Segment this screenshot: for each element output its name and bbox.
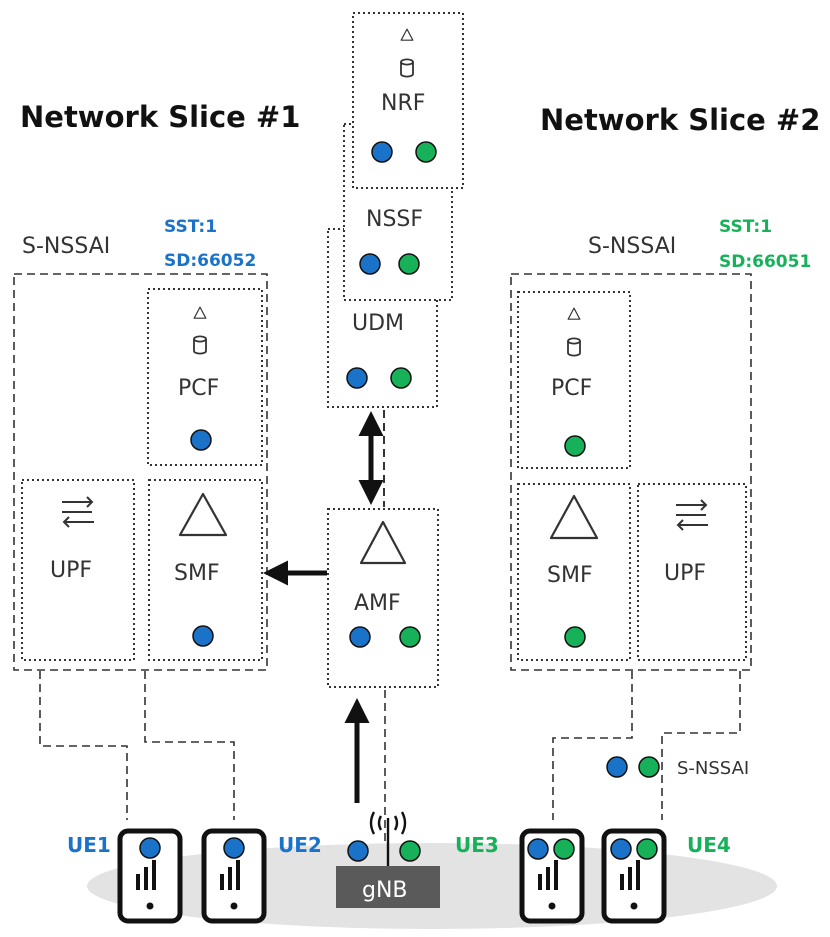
slice1-sd: SD:66052 bbox=[164, 251, 256, 271]
nrf-box: NRF bbox=[352, 12, 464, 189]
triangle-icon bbox=[549, 494, 599, 540]
gnb-label: gNB bbox=[362, 878, 408, 903]
ue2-label: UE2 bbox=[278, 833, 322, 857]
slice2-title: Network Slice #2 bbox=[540, 103, 820, 137]
slice2-smf: SMF bbox=[517, 483, 631, 661]
slice2-smf-label: SMF bbox=[547, 563, 593, 588]
ue3-device bbox=[522, 831, 582, 921]
triangle-icon bbox=[178, 492, 228, 537]
ue2-device bbox=[204, 831, 264, 921]
slice1-snssai-label: S-NSSAI bbox=[22, 234, 110, 259]
triangle-icon bbox=[359, 520, 407, 565]
slice1-upf: UPF bbox=[21, 479, 135, 661]
amf-box: AMF bbox=[327, 508, 439, 688]
slice2-pcf: PCF bbox=[517, 291, 631, 469]
slice2-sst: SST:1 bbox=[719, 217, 772, 237]
slice2-container bbox=[510, 273, 752, 671]
snssai-legend-label: S-NSSAI bbox=[677, 758, 749, 779]
slice1-container bbox=[13, 273, 268, 671]
slice2-upf: UPF bbox=[637, 483, 747, 661]
slice1-title: Network Slice #1 bbox=[20, 100, 300, 134]
snssai-legend: S-NSSAI bbox=[606, 756, 749, 779]
gnb: gNB bbox=[336, 811, 440, 908]
ue3-label: UE3 bbox=[455, 833, 499, 857]
slice-ue-connectors bbox=[39, 671, 741, 863]
slice2-snssai-label: S-NSSAI bbox=[588, 234, 676, 259]
amf-label: AMF bbox=[354, 591, 401, 616]
udm-label: UDM bbox=[352, 311, 404, 336]
slice2-sd: SD:66051 bbox=[719, 252, 811, 272]
slice2-pcf-label: PCF bbox=[551, 376, 592, 401]
slice1-pcf: PCF bbox=[147, 288, 263, 466]
ue4-device bbox=[604, 831, 664, 921]
nssf-label: NSSF bbox=[366, 207, 423, 232]
ue1-label: UE1 bbox=[67, 833, 111, 857]
arrows-exchange-icon bbox=[675, 499, 709, 531]
slice1-pcf-label: PCF bbox=[178, 376, 219, 401]
antenna-icon bbox=[369, 811, 407, 866]
ue4-label: UE4 bbox=[687, 833, 731, 857]
slice1-smf: SMF bbox=[148, 479, 263, 661]
arrows-exchange-icon bbox=[61, 496, 95, 528]
slice2-upf-label: UPF bbox=[664, 561, 706, 586]
slice1-smf-label: SMF bbox=[174, 561, 220, 586]
slice1-upf-label: UPF bbox=[50, 558, 92, 583]
ue1-device bbox=[120, 831, 180, 921]
slice1-sst: SST:1 bbox=[164, 217, 217, 237]
nrf-label: NRF bbox=[381, 91, 425, 116]
